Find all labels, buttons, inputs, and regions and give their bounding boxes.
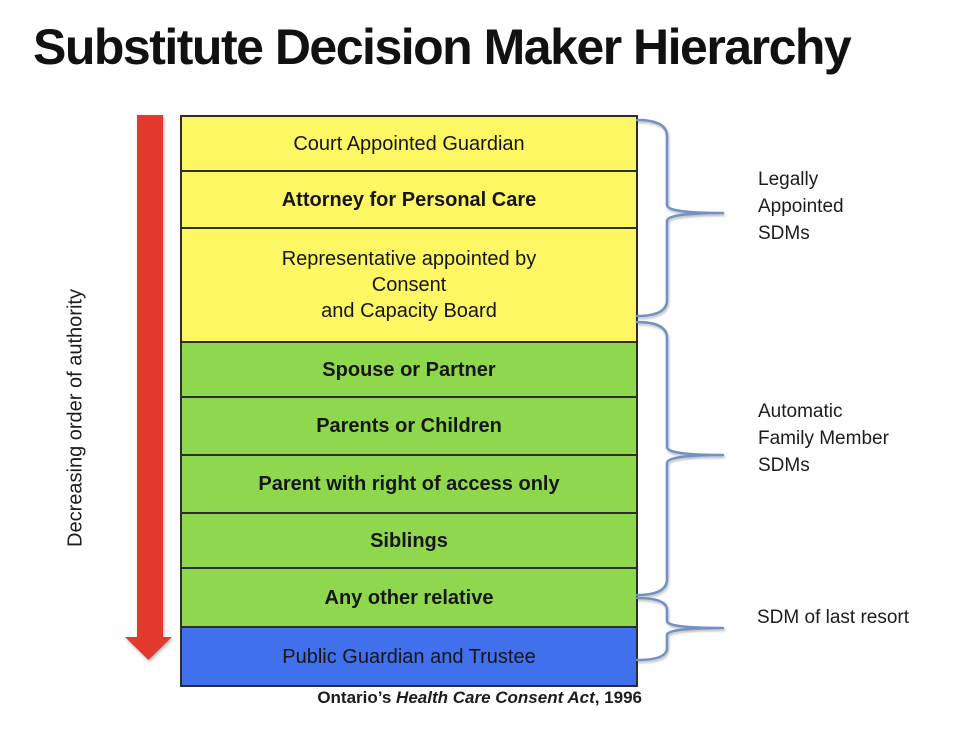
group-label-sdm-last-resort: SDM of last resort (757, 607, 910, 628)
curly-brace-icons (635, 118, 725, 662)
brace-automatic-family (635, 320, 725, 597)
hierarchy-row-attorney-personal-care: Attorney for Personal Care (182, 172, 636, 229)
source-caption: Ontario’s Health Care Consent Act, 1996 (180, 688, 642, 708)
hierarchy-row-siblings: Siblings (182, 514, 636, 569)
caption-act-title: Health Care Consent Act (396, 688, 595, 707)
down-arrow-shape (125, 115, 172, 660)
hierarchy-row-any-other-relative: Any other relative (182, 569, 636, 628)
brace-legally-appointed (635, 118, 725, 318)
down-arrow-icon (125, 115, 172, 660)
hierarchy-row-parents-children: Parents or Children (182, 398, 636, 456)
hierarchy-row-public-guardian-trustee: Public Guardian and Trustee (182, 628, 636, 685)
hierarchy-row-representative-ccb: Representative appointed by Consent and … (182, 229, 636, 343)
hierarchy-row-court-appointed-guardian: Court Appointed Guardian (182, 117, 636, 172)
page-title: Substitute Decision Maker Hierarchy (33, 19, 852, 75)
group-label-legally-appointed-sdms: Legally Appointed SDMs (758, 169, 844, 244)
caption-prefix: Ontario’s (317, 688, 397, 707)
hierarchy-row-spouse-partner: Spouse or Partner (182, 343, 636, 398)
caption-suffix: , 1996 (594, 688, 642, 707)
authority-axis-label: Decreasing order of authority (64, 289, 87, 547)
group-label-automatic-family-sdms: Automatic Family Member SDMs (758, 401, 889, 476)
brace-last-resort (635, 596, 725, 662)
hierarchy-table: Court Appointed Guardian Attorney for Pe… (180, 115, 638, 687)
hierarchy-row-parent-right-access: Parent with right of access only (182, 456, 636, 514)
